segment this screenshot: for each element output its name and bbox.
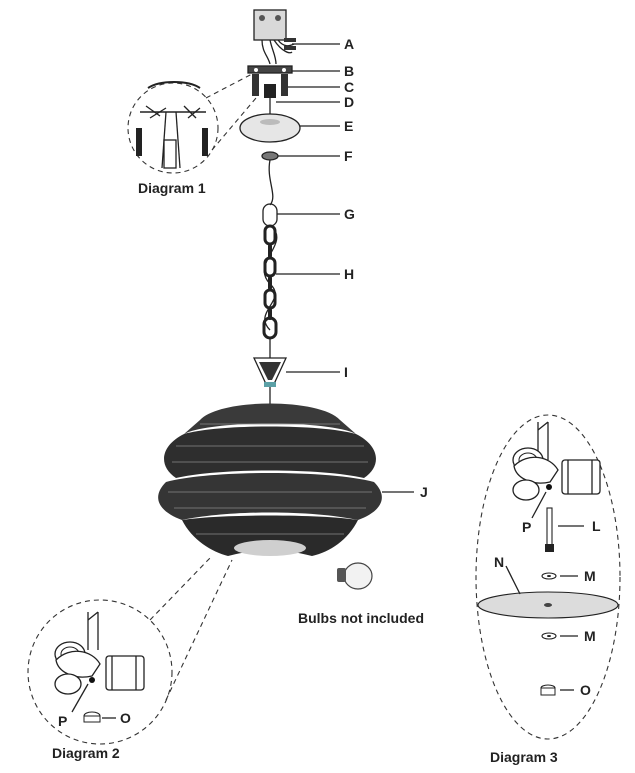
label-f: F [344, 148, 353, 164]
part-labels: A B C D E F G H I J [276, 36, 428, 500]
diagram-2-label-o: O [120, 710, 131, 726]
canopy-part-e [239, 113, 301, 143]
label-j: J [420, 484, 428, 500]
diagram-2-caption: Diagram 2 [52, 745, 120, 761]
loop-hook-part-i [252, 357, 288, 387]
woven-shade-part-j [158, 403, 382, 556]
diagram-3-label-p: P [522, 519, 531, 535]
collar-ring-part-f [261, 151, 279, 161]
quick-link-part-g [262, 203, 278, 227]
diagram-3-detail: P L M N M O Diagram 3 [475, 414, 621, 765]
label-a: A [344, 36, 354, 52]
diagram-3-label-m-bottom: M [584, 628, 596, 644]
label-i: I [344, 364, 348, 380]
label-h: H [344, 266, 354, 282]
diagram-1-detail: Diagram 1 [127, 73, 257, 196]
diagram-3-label-m-top: M [584, 568, 596, 584]
nut-part-d [264, 84, 276, 114]
screws-part-c [252, 74, 288, 96]
light-bulb-icon [337, 562, 373, 590]
label-c: C [344, 79, 354, 95]
label-e: E [344, 118, 353, 134]
mounting-box-part-a [253, 9, 296, 65]
diagram-1-caption: Diagram 1 [138, 180, 206, 196]
diagram-3-label-n: N [494, 554, 504, 570]
chain-part-h [262, 224, 278, 340]
diagram-3-label-o: O [580, 682, 591, 698]
diagram-3-caption: Diagram 3 [490, 749, 558, 765]
label-g: G [344, 206, 355, 222]
bulbs-not-included-note: Bulbs not included [298, 610, 424, 626]
label-b: B [344, 63, 354, 79]
label-d: D [344, 94, 354, 110]
diagram-2-detail: P O Diagram 2 [27, 557, 233, 761]
diagram-3-label-l: L [592, 518, 601, 534]
mounting-strap-part-b [247, 65, 293, 74]
diagram-2-label-p: P [58, 713, 67, 729]
